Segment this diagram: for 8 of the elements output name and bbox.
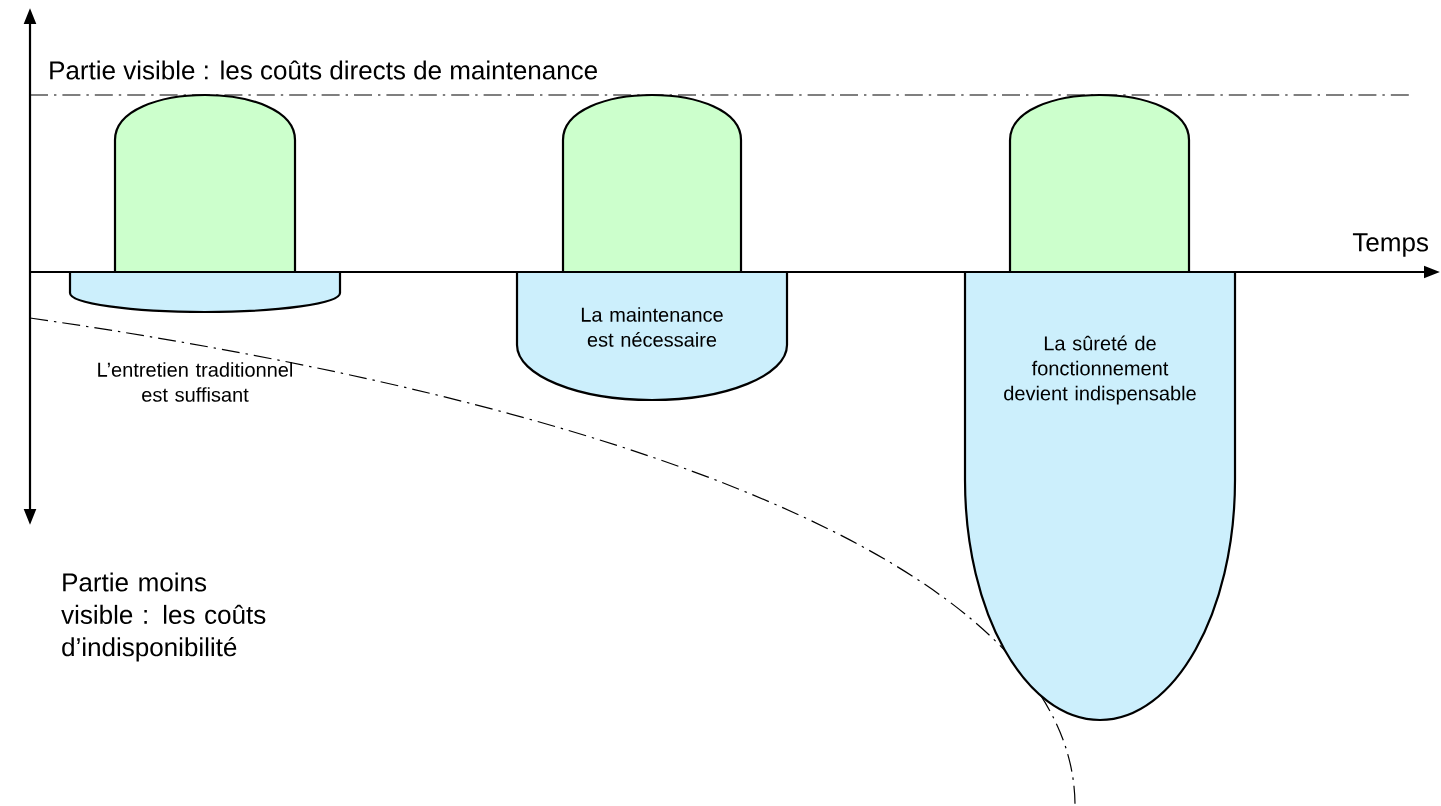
bulb-shape xyxy=(561,93,743,274)
bulb-shape xyxy=(1008,93,1191,274)
bulb-shape xyxy=(68,270,342,314)
axis-label: Temps xyxy=(1352,233,1428,257)
axis-label: Partie visible : les coûts directs de maintenance xyxy=(50,60,597,80)
bulb-shape xyxy=(113,93,297,274)
shape-caption: L’entretien traditionnel est suffisant xyxy=(98,362,293,402)
axis-label: Partie moins visible : les coûts d’indisponibilité xyxy=(61,572,266,662)
